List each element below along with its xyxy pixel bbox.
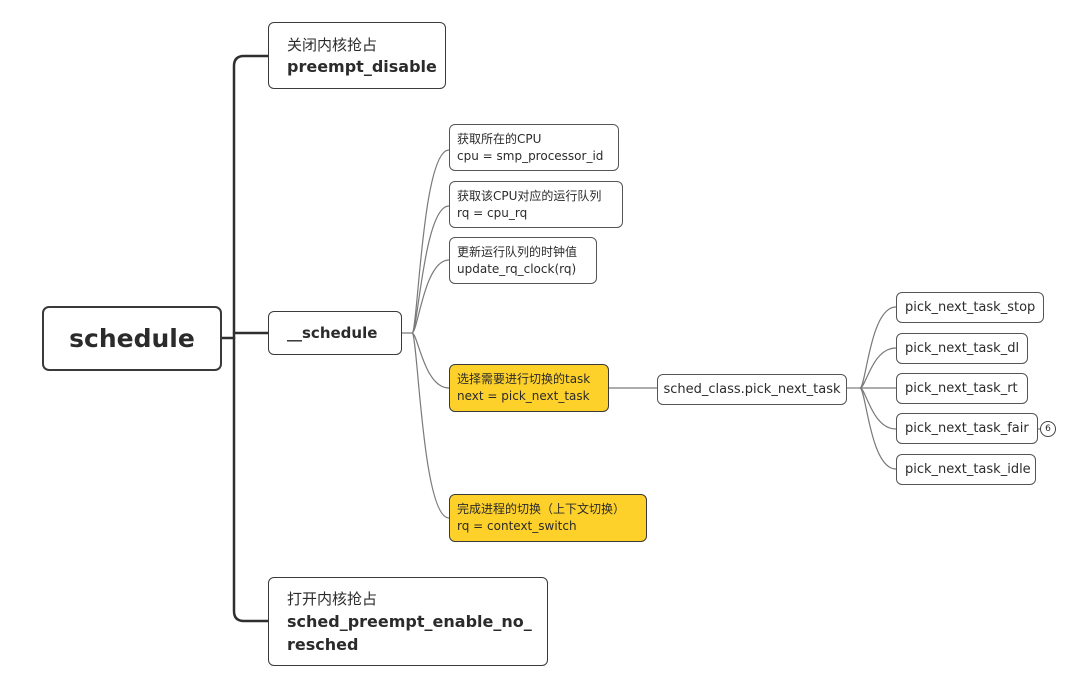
step-get-cpu[interactable]: 获取所在的CPU cpu = smp_processor_id — [449, 124, 619, 171]
link-preempt-enable — [232, 336, 270, 623]
sched-class-node[interactable]: sched_class.pick_next_task — [657, 374, 847, 405]
class-idle-label: pick_next_task_idle — [905, 462, 1031, 477]
step-get-rq-desc: 获取该CPU对应的运行队列 — [457, 188, 602, 203]
class-stop-label: pick_next_task_stop — [905, 300, 1036, 315]
link-class-fair — [859, 387, 897, 430]
class-dl[interactable]: pick_next_task_dl — [896, 333, 1028, 364]
branch-schedule-inner[interactable]: __schedule — [268, 311, 402, 355]
step-pick-next-task[interactable]: 选择需要进行切换的task next = pick_next_task — [449, 364, 609, 412]
class-fair-child-count-badge[interactable]: 6 — [1040, 421, 1056, 437]
step-get-cpu-desc: 获取所在的CPU — [457, 131, 542, 146]
branch-preempt-enable-code: sched_preempt_enable_no_resched — [287, 611, 532, 654]
step-context-switch-desc: 完成进程的切换（上下文切换） — [457, 502, 626, 516]
class-dl-label: pick_next_task_dl — [905, 341, 1020, 356]
step-update-clock-code: update_rq_clock(rq) — [457, 261, 577, 276]
class-fair-badge-value: 6 — [1045, 424, 1051, 434]
branch-schedule-inner-label: __schedule — [287, 324, 378, 342]
link-step-3 — [411, 259, 450, 334]
class-rt[interactable]: pick_next_task_rt — [896, 373, 1028, 404]
branch-preempt-disable[interactable]: 关闭内核抢占 preempt_disable — [268, 22, 446, 89]
step-pick-next-task-code: next = pick_next_task — [457, 389, 590, 403]
branch-preempt-disable-code: preempt_disable — [287, 56, 437, 76]
link-step-1 — [402, 149, 450, 334]
step-update-clock[interactable]: 更新运行队列的时钟值 update_rq_clock(rq) — [449, 237, 597, 284]
branch-preempt-enable-desc: 打开内核抢占 — [287, 589, 378, 608]
link-step-4 — [411, 332, 450, 389]
class-idle[interactable]: pick_next_task_idle — [896, 454, 1036, 485]
sched-class-label: sched_class.pick_next_task — [663, 382, 841, 397]
class-fair[interactable]: pick_next_task_fair — [896, 413, 1038, 444]
class-stop[interactable]: pick_next_task_stop — [896, 292, 1044, 323]
link-preempt-disable — [232, 54, 270, 340]
link-step-2 — [411, 205, 450, 334]
step-update-clock-desc: 更新运行队列的时钟值 — [457, 244, 578, 259]
branch-preempt-enable[interactable]: 打开内核抢占 sched_preempt_enable_no_resched — [268, 577, 548, 666]
step-context-switch-code: rq = context_switch — [457, 519, 577, 533]
step-pick-next-task-desc: 选择需要进行切换的task — [457, 372, 591, 386]
link-class-dl — [859, 347, 897, 389]
class-fair-label: pick_next_task_fair — [905, 421, 1029, 436]
branch-preempt-disable-desc: 关闭内核抢占 — [287, 35, 378, 54]
step-get-cpu-code: cpu = smp_processor_id — [457, 148, 604, 163]
link-step-5 — [411, 332, 450, 519]
link-class-stop — [859, 306, 897, 389]
root-node-schedule[interactable]: schedule — [42, 306, 222, 371]
class-rt-label: pick_next_task_rt — [905, 381, 1018, 396]
step-get-rq-code: rq = cpu_rq — [457, 205, 528, 220]
step-get-rq[interactable]: 获取该CPU对应的运行队列 rq = cpu_rq — [449, 181, 623, 228]
link-class-idle — [859, 387, 897, 470]
step-context-switch[interactable]: 完成进程的切换（上下文切换） rq = context_switch — [449, 494, 647, 542]
root-label: schedule — [69, 324, 195, 353]
